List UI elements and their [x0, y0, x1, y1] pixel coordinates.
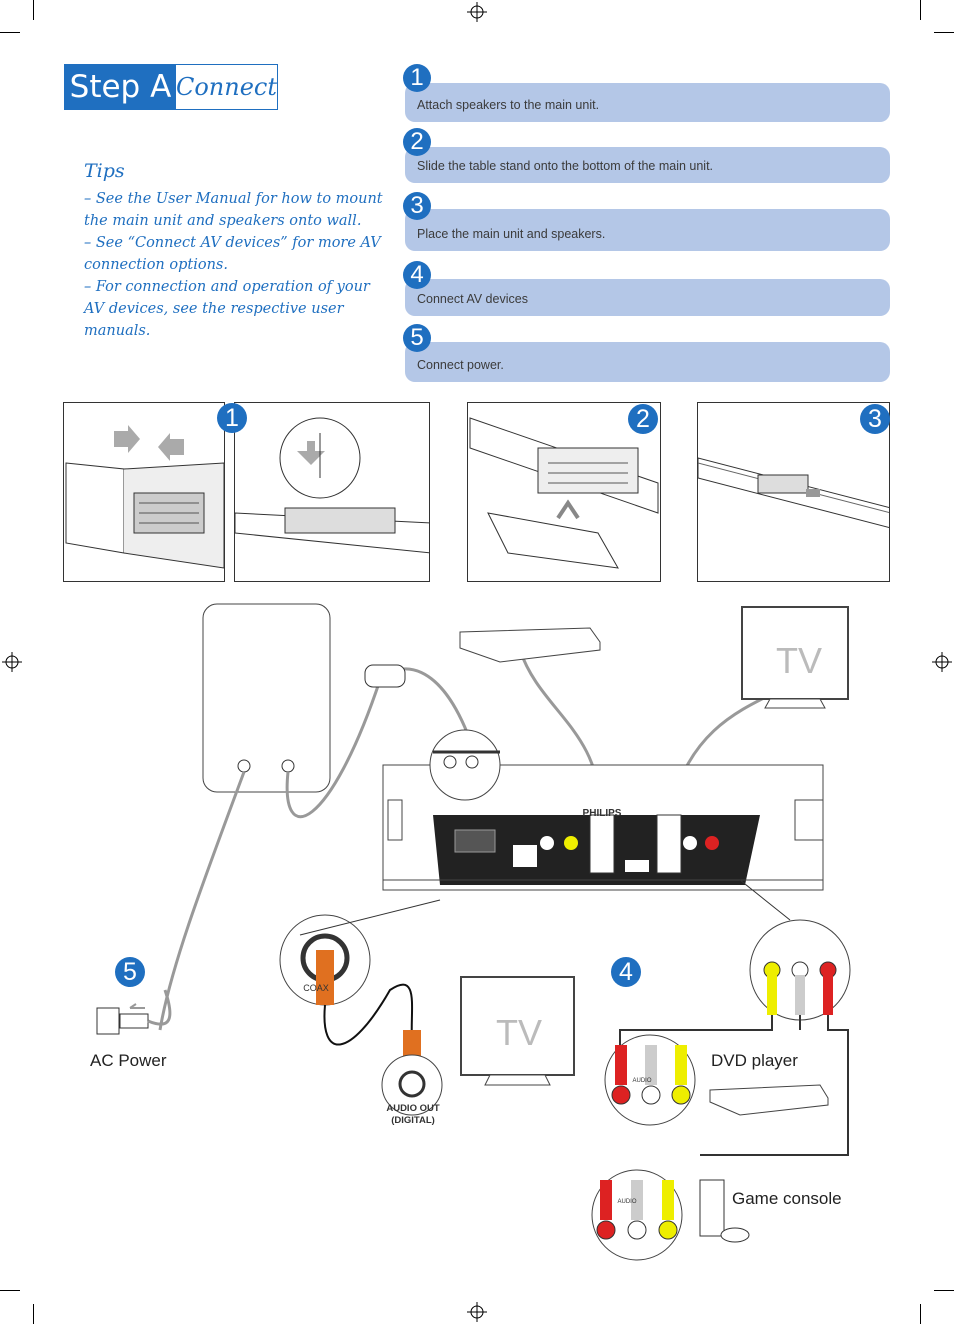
tip-item: – See “Connect AV devices” for more AV c… — [84, 235, 381, 273]
tv-label: TV — [776, 640, 823, 681]
tip-item: – See the User Manual for how to mount t… — [84, 191, 383, 229]
dvd-player-label: DVD player — [711, 1051, 798, 1070]
panel-number: 1 — [217, 403, 247, 433]
step-number: 4 — [403, 261, 431, 289]
registration-mark-icon — [467, 1302, 487, 1322]
step-text: Connect power. — [417, 358, 504, 372]
crop-mark — [33, 1304, 34, 1324]
audio-out-line: AUDIO OUT — [386, 1103, 440, 1114]
step-text: Connect AV devices — [417, 292, 528, 306]
crop-mark — [934, 32, 954, 33]
step-item-4: Connect AV devices — [405, 279, 890, 316]
step-number: 1 — [403, 64, 431, 92]
av-audio-label: AUDIO — [617, 1199, 637, 1205]
step-item-2: Slide the table stand onto the bottom of… — [405, 147, 890, 183]
crop-mark — [920, 1304, 921, 1324]
table-stand-drawing — [469, 417, 659, 569]
crop-mark — [33, 0, 34, 20]
speaker-attach-drawing — [65, 425, 224, 569]
step-item-3: Place the main unit and speakers. — [405, 209, 890, 251]
step-title: Connect — [175, 73, 277, 101]
place-unit-drawing — [698, 457, 889, 528]
coax-label: COAX — [303, 983, 329, 993]
tips-title: Tips — [84, 160, 125, 182]
illustration-speaker-attach-right — [234, 402, 430, 582]
game-console-label: Game console — [732, 1189, 842, 1208]
step-header: Step A Connect — [64, 64, 278, 110]
panel-number: 3 — [860, 404, 890, 434]
tips-section: Tips – See the User Manual for how to mo… — [84, 160, 384, 342]
registration-mark-icon — [932, 652, 952, 672]
subwoofer-shape — [202, 603, 331, 793]
diagram-number: 4 — [611, 957, 641, 987]
step-text: Attach speakers to the main unit. — [417, 98, 600, 112]
registration-mark-icon — [467, 2, 487, 22]
connection-diagram — [96, 603, 851, 1261]
audio-out-label: AUDIO OUT(DIGITAL) — [378, 1103, 448, 1127]
av-audio-label: AUDIO — [632, 1078, 652, 1084]
speaker-mount-drawing — [235, 417, 429, 554]
audio-out-line: (DIGITAL) — [391, 1115, 435, 1126]
step-text: Place the main unit and speakers. — [417, 227, 606, 241]
crop-mark — [934, 1290, 954, 1291]
crop-mark — [0, 1290, 20, 1291]
ac-power-label: AC Power — [90, 1051, 167, 1070]
step-number: 2 — [403, 128, 431, 156]
brand-label: PHILIPS — [582, 808, 622, 819]
tv-label: TV — [496, 1012, 543, 1053]
illustration-place-unit — [697, 402, 890, 582]
illustration-speaker-attach-left — [63, 402, 225, 582]
step-number: 3 — [403, 192, 431, 220]
crop-mark — [920, 0, 921, 20]
step-number: 5 — [403, 324, 431, 352]
registration-mark-icon — [2, 652, 22, 672]
diagram-number: 5 — [115, 957, 145, 987]
panel-number: 2 — [628, 404, 658, 434]
step-item-1: Attach speakers to the main unit. — [405, 83, 890, 122]
illustration-table-stand — [467, 402, 661, 582]
step-label: Step A — [65, 65, 176, 109]
step-text: Slide the table stand onto the bottom of… — [417, 159, 714, 173]
crop-mark — [0, 32, 20, 33]
tip-item: – For connection and operation of your A… — [84, 279, 370, 339]
step-item-5: Connect power. — [405, 342, 890, 382]
